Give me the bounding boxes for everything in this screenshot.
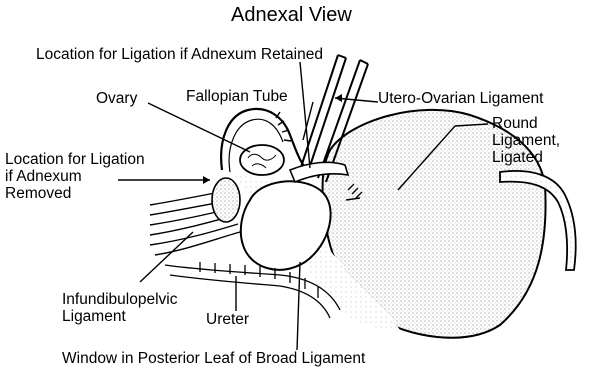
label-ligation-removed-line2: if Adnexum (5, 168, 82, 185)
label-round-ligament-line3: Ligated (492, 149, 543, 166)
ovary-shape (240, 145, 284, 175)
label-ligation-removed-line3: Removed (5, 185, 71, 202)
ligation-cuff (212, 178, 240, 222)
label-utero-ovarian: Utero-Ovarian Ligament (378, 90, 543, 107)
label-ligation-removed-line1: Location for Ligation (5, 151, 145, 168)
label-ovary: Ovary (96, 90, 137, 107)
label-window-broad-ligament: Window in Posterior Leaf of Broad Ligame… (62, 350, 365, 367)
label-round-ligament-line2: Ligament, (492, 132, 560, 149)
label-infundibulopelvic-line1: Infundibulopelvic (62, 291, 177, 308)
label-ureter: Ureter (206, 311, 249, 328)
label-round-ligament-line1: Round (492, 115, 538, 132)
label-ligation-retained: Location for Ligation if Adnexum Retaine… (36, 46, 323, 63)
diagram-title: Adnexal View (231, 7, 352, 24)
label-fallopian-tube: Fallopian Tube (186, 88, 288, 105)
label-infundibulopelvic-line2: Ligament (62, 308, 126, 325)
